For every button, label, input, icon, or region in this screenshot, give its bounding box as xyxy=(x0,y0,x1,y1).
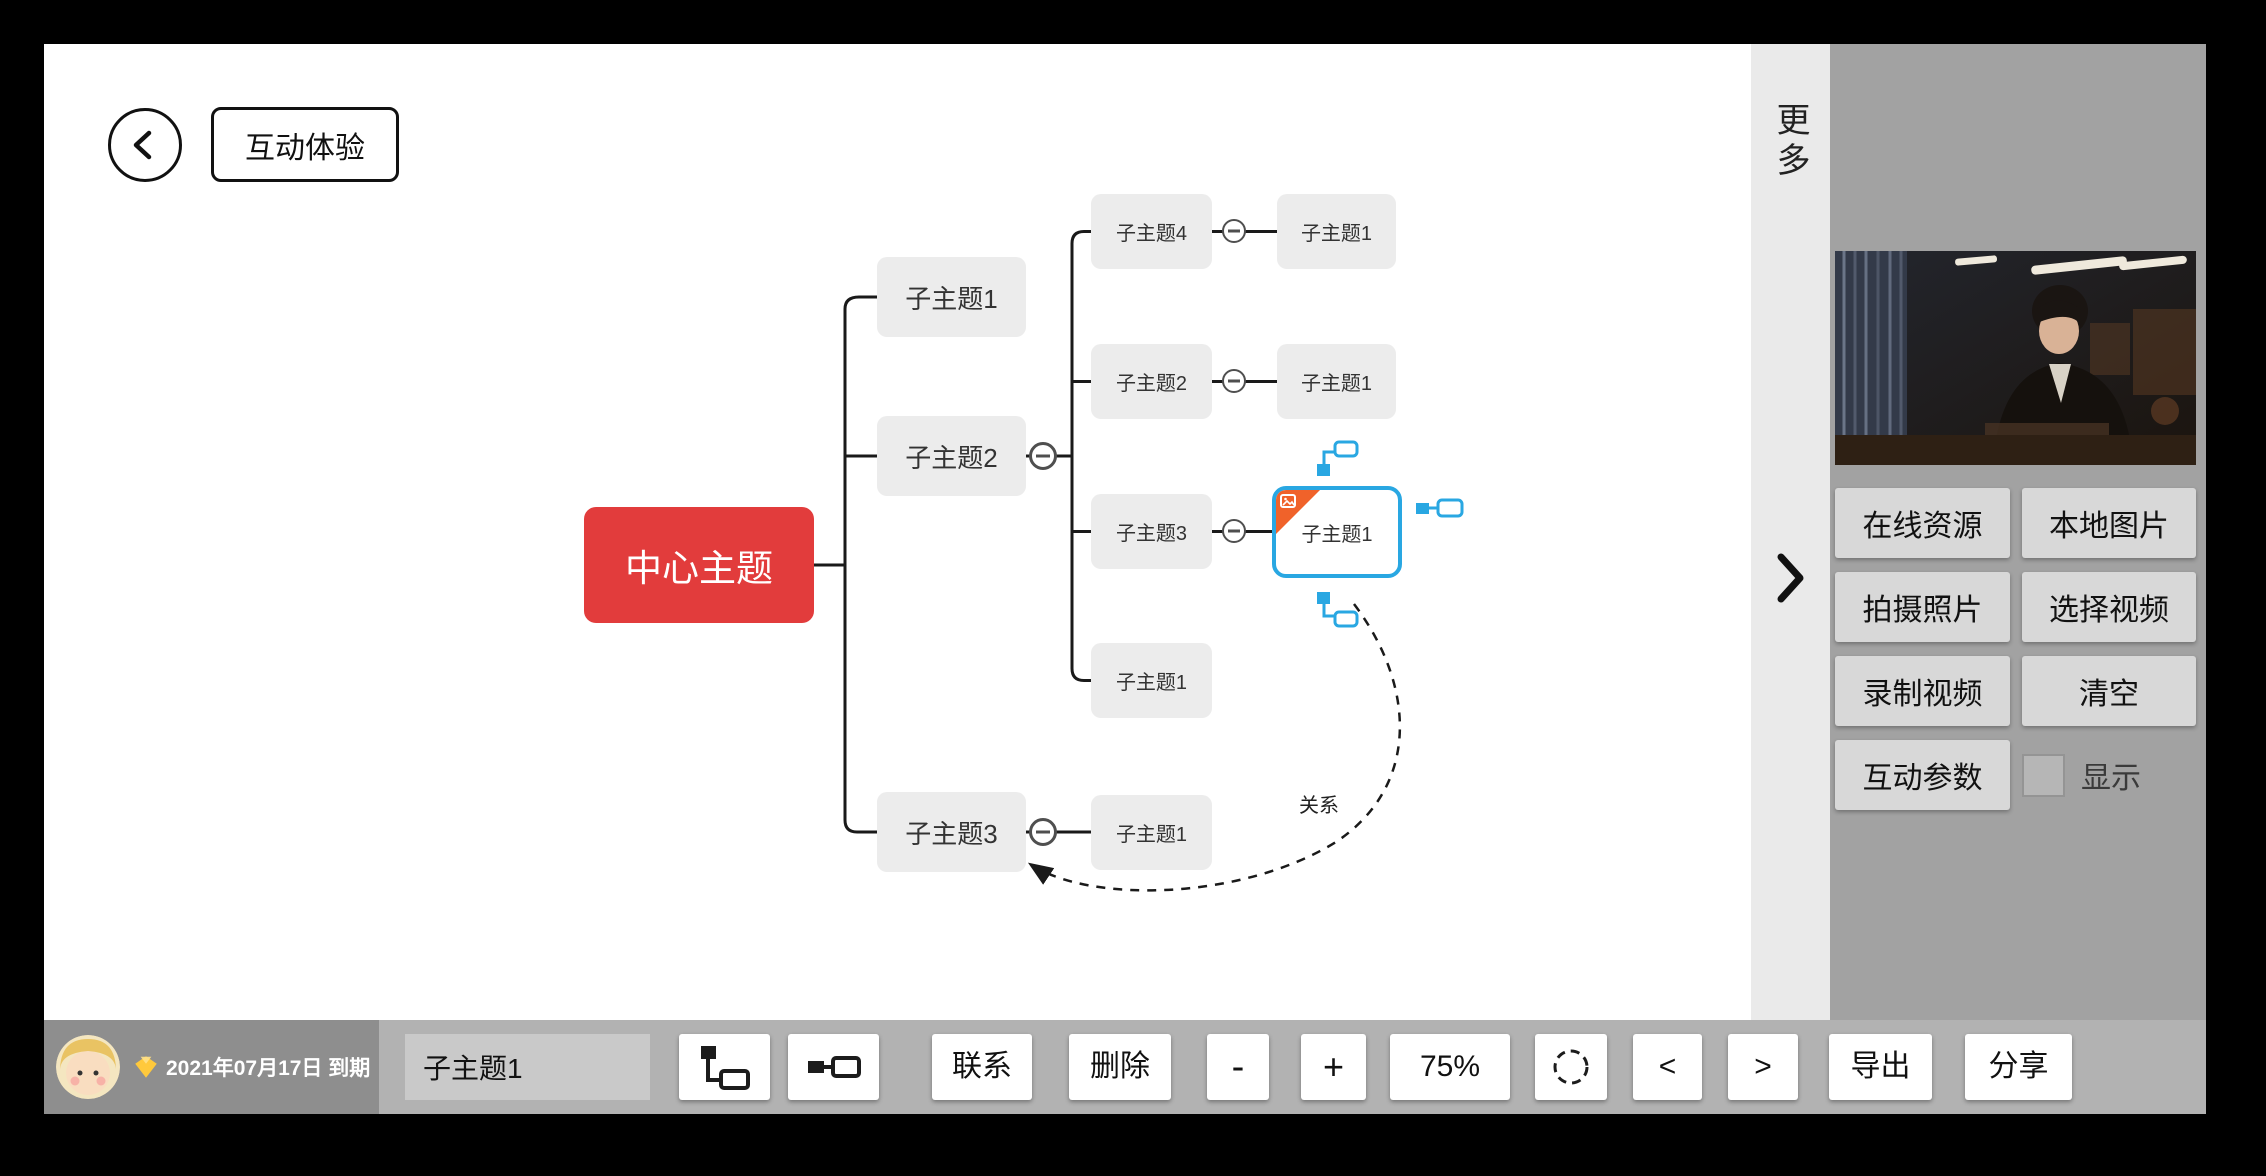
add-node-top-handle[interactable] xyxy=(1315,440,1359,478)
more-strip: 更多 xyxy=(1751,44,1830,1020)
media-preview[interactable] xyxy=(1835,251,2196,465)
clear-button[interactable]: 清空 xyxy=(2022,656,2196,726)
redo-button[interactable]: > xyxy=(1728,1034,1798,1100)
collapse-toggle[interactable] xyxy=(1222,219,1246,243)
add-sibling-node-button[interactable] xyxy=(788,1034,879,1100)
collapse-toggle[interactable] xyxy=(1222,519,1246,543)
locate-button[interactable] xyxy=(1535,1034,1607,1100)
connector-lines xyxy=(812,230,1401,892)
node-label: 子主题1 xyxy=(1301,523,1373,546)
node-center[interactable]: 中心主题 xyxy=(584,507,814,623)
node-child[interactable]: 子主题1 xyxy=(1091,643,1212,718)
zoom-level-button[interactable]: 75% xyxy=(1390,1034,1510,1100)
node-branch-1[interactable]: 子主题1 xyxy=(877,257,1026,337)
back-button[interactable] xyxy=(108,108,182,182)
export-button[interactable]: 导出 xyxy=(1829,1034,1932,1100)
node-child[interactable]: 子主题4 xyxy=(1091,194,1212,269)
bottom-toolbar: 2021年07月17日 到期 联系 删除 - + 75% xyxy=(44,1020,2206,1114)
account-info: 2021年07月17日 到期 xyxy=(44,1020,379,1114)
zoom-out-button[interactable]: - xyxy=(1207,1034,1269,1100)
node-child[interactable]: 子主题2 xyxy=(1091,344,1212,419)
image-icon xyxy=(1280,494,1296,508)
zoom-in-button[interactable]: + xyxy=(1301,1034,1366,1100)
undo-button[interactable]: < xyxy=(1633,1034,1702,1100)
display-row: 显示 xyxy=(2022,740,2196,810)
side-panel: 在线资源 本地图片 拍摄照片 选择视频 录制视频 清空 互动参数 显示 xyxy=(1830,44,2206,1020)
experience-button[interactable]: 互动体验 xyxy=(211,107,399,182)
display-label: 显示 xyxy=(2081,762,2141,795)
local-images-button[interactable]: 本地图片 xyxy=(2022,488,2196,558)
add-node-right-handle[interactable] xyxy=(1416,496,1464,520)
chevron-right-icon xyxy=(1777,553,1803,603)
vip-gem-icon xyxy=(132,1053,160,1081)
add-node-bottom-handle[interactable] xyxy=(1315,590,1359,628)
node-child[interactable]: 子主题1 xyxy=(1277,194,1396,269)
display-checkbox[interactable] xyxy=(2022,753,2065,797)
locate-icon xyxy=(1553,1049,1589,1085)
child-node-icon xyxy=(700,1046,750,1090)
record-video-button[interactable]: 录制视频 xyxy=(1835,656,2010,726)
more-label: 更多 xyxy=(1771,102,1809,182)
node-child[interactable]: 子主题1 xyxy=(1091,795,1212,870)
topic-input[interactable] xyxy=(405,1034,650,1100)
node-selected[interactable]: 子主题1 xyxy=(1272,486,1402,578)
share-button[interactable]: 分享 xyxy=(1965,1034,2072,1100)
node-branch-2[interactable]: 子主题2 xyxy=(877,416,1026,496)
mindmap-canvas[interactable]: 中心主题 子主题1 子主题2 子主题3 子主题4 子主题1 子主题2 子主题1 … xyxy=(44,44,1751,1020)
app-screen: 中心主题 子主题1 子主题2 子主题3 子主题4 子主题1 子主题2 子主题1 … xyxy=(44,44,2206,1114)
choose-video-button[interactable]: 选择视频 xyxy=(2022,572,2196,642)
node-child[interactable]: 子主题1 xyxy=(1277,344,1396,419)
collapse-toggle[interactable] xyxy=(1029,442,1057,470)
node-branch-3[interactable]: 子主题3 xyxy=(877,792,1026,872)
collapse-toggle[interactable] xyxy=(1029,818,1057,846)
sibling-node-icon xyxy=(807,1056,861,1078)
main-area: 中心主题 子主题1 子主题2 子主题3 子主题4 子主题1 子主题2 子主题1 … xyxy=(44,44,2206,1020)
delete-button[interactable]: 删除 xyxy=(1069,1034,1171,1100)
relation-link[interactable] xyxy=(1027,603,1401,892)
panel-toggle-button[interactable] xyxy=(1776,552,1806,604)
back-icon xyxy=(133,130,152,160)
interactive-params-button[interactable]: 互动参数 xyxy=(1835,740,2010,810)
expiry-label: 2021年07月17日 到期 xyxy=(166,1057,371,1080)
online-resources-button[interactable]: 在线资源 xyxy=(1835,488,2010,558)
node-child[interactable]: 子主题3 xyxy=(1091,494,1212,569)
collapse-toggle[interactable] xyxy=(1222,369,1246,393)
link-button[interactable]: 联系 xyxy=(932,1034,1032,1100)
take-photo-button[interactable]: 拍摄照片 xyxy=(1835,572,2010,642)
add-child-node-button[interactable] xyxy=(679,1034,770,1100)
avatar[interactable] xyxy=(56,1035,120,1099)
relation-label[interactable]: 关系 xyxy=(1291,787,1347,820)
